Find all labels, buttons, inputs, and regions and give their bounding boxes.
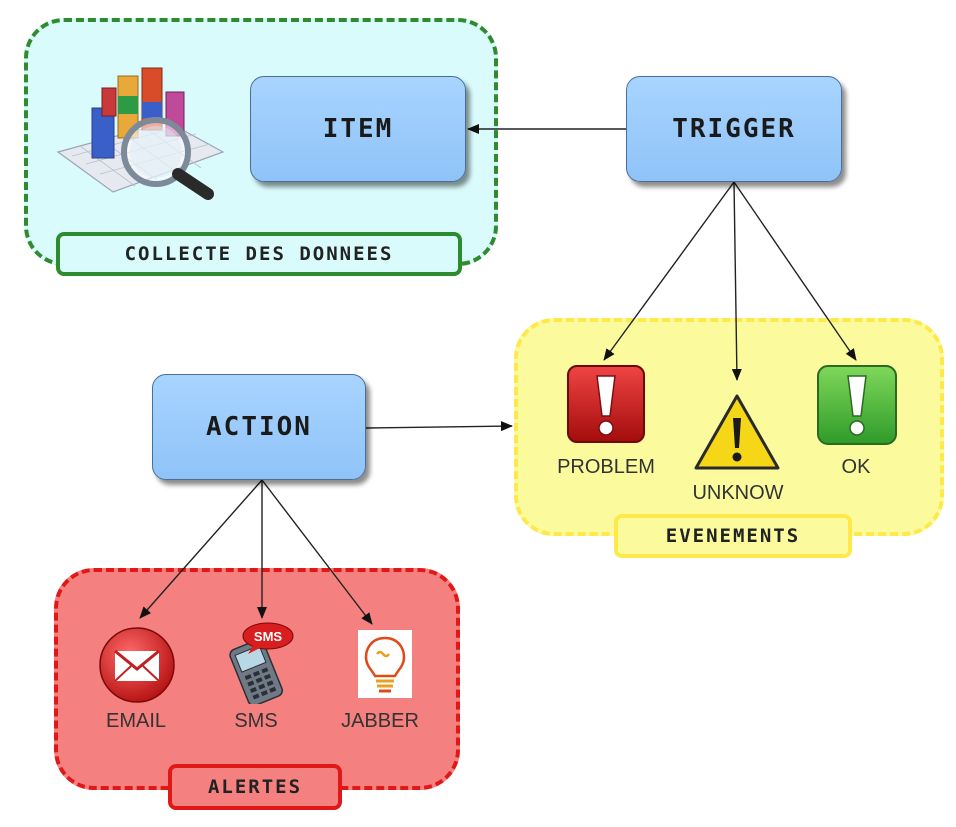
group-alerts-label: ALERTES — [168, 764, 342, 810]
warning-triangle-icon — [694, 394, 780, 470]
node-trigger: TRIGGER — [626, 76, 842, 182]
group-data-collection-label: COLLECTE DES DONNEES — [56, 232, 462, 276]
event-ok-label: OK — [841, 456, 871, 478]
node-trigger-label: TRIGGER — [672, 114, 796, 144]
envelope-icon — [99, 627, 175, 703]
mobile-phone-icon: SMS — [229, 622, 294, 704]
event-unknow-label: UNKNOW — [692, 482, 784, 504]
group-data-collection-text: COLLECTE DES DONNEES — [124, 243, 394, 265]
node-action: ACTION — [152, 374, 366, 480]
node-item: ITEM — [250, 76, 466, 182]
arrow-trigger-to-problem — [603, 181, 735, 361]
sms-badge-text: SMS — [254, 629, 283, 644]
arrow-trigger-to-ok — [733, 181, 857, 361]
arrow-action-to-email — [139, 479, 263, 619]
chart-magnifier-icon — [56, 67, 225, 200]
exclamation-green-icon — [817, 365, 897, 445]
group-alerts-text: ALERTES — [207, 776, 303, 798]
alert-email-label: EMAIL — [105, 710, 167, 732]
arrow-trigger-to-unknow — [731, 181, 742, 381]
event-problem-label: PROBLEM — [557, 456, 655, 478]
node-item-label: ITEM — [322, 114, 394, 144]
arrow-action-to-events — [365, 421, 513, 432]
alert-sms-label: SMS — [234, 710, 278, 732]
exclamation-red-icon — [567, 365, 645, 443]
group-events-text: EVENEMENTS — [665, 525, 801, 547]
arrow-action-to-jabber — [261, 479, 373, 625]
group-events-label: EVENEMENTS — [614, 514, 852, 558]
jabber-bulb-icon — [358, 630, 412, 698]
node-action-label: ACTION — [206, 412, 312, 442]
alert-jabber-label: JABBER — [341, 710, 419, 732]
